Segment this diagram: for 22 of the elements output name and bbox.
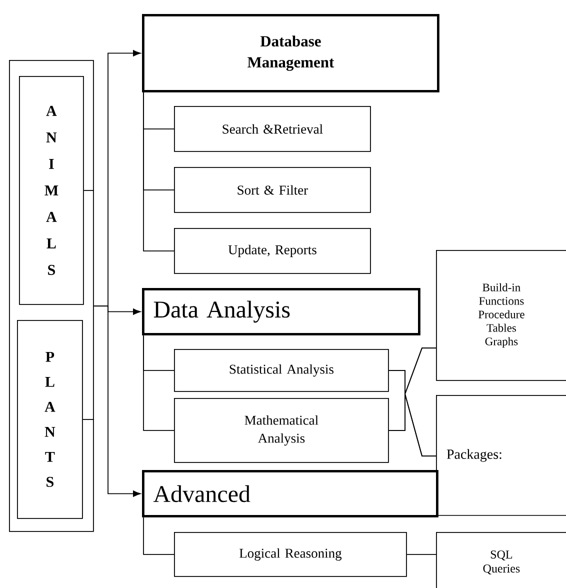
connector-line xyxy=(82,419,94,420)
info-box: SQL Queries xyxy=(436,532,566,588)
info-box: Packages: xyxy=(436,395,566,516)
process-box: Update, Reports xyxy=(174,228,371,274)
connector-line xyxy=(143,92,174,252)
connector-line xyxy=(143,516,174,555)
heading-box: Database Management xyxy=(142,14,440,92)
connector-line xyxy=(83,190,94,191)
process-box: Search &Retrieval xyxy=(174,106,371,152)
heading-box: Advanced xyxy=(142,470,438,518)
info-box: Build-in Functions Procedure Tables Graphs xyxy=(436,250,566,381)
group-box xyxy=(9,60,94,532)
connector-line xyxy=(143,334,174,431)
heading-box: Data Analysis xyxy=(142,288,420,336)
process-box: Mathematical Analysis xyxy=(174,398,389,463)
vertical-label-box: P L A N T S xyxy=(17,320,83,519)
arrow xyxy=(93,306,141,497)
process-box: Sort & Filter xyxy=(174,167,371,213)
connector-line xyxy=(406,554,436,555)
vertical-label-box: A N I M A L S xyxy=(19,76,84,305)
process-box: Statistical Analysis xyxy=(174,349,389,392)
process-box: Logical Reasoning xyxy=(174,532,407,577)
